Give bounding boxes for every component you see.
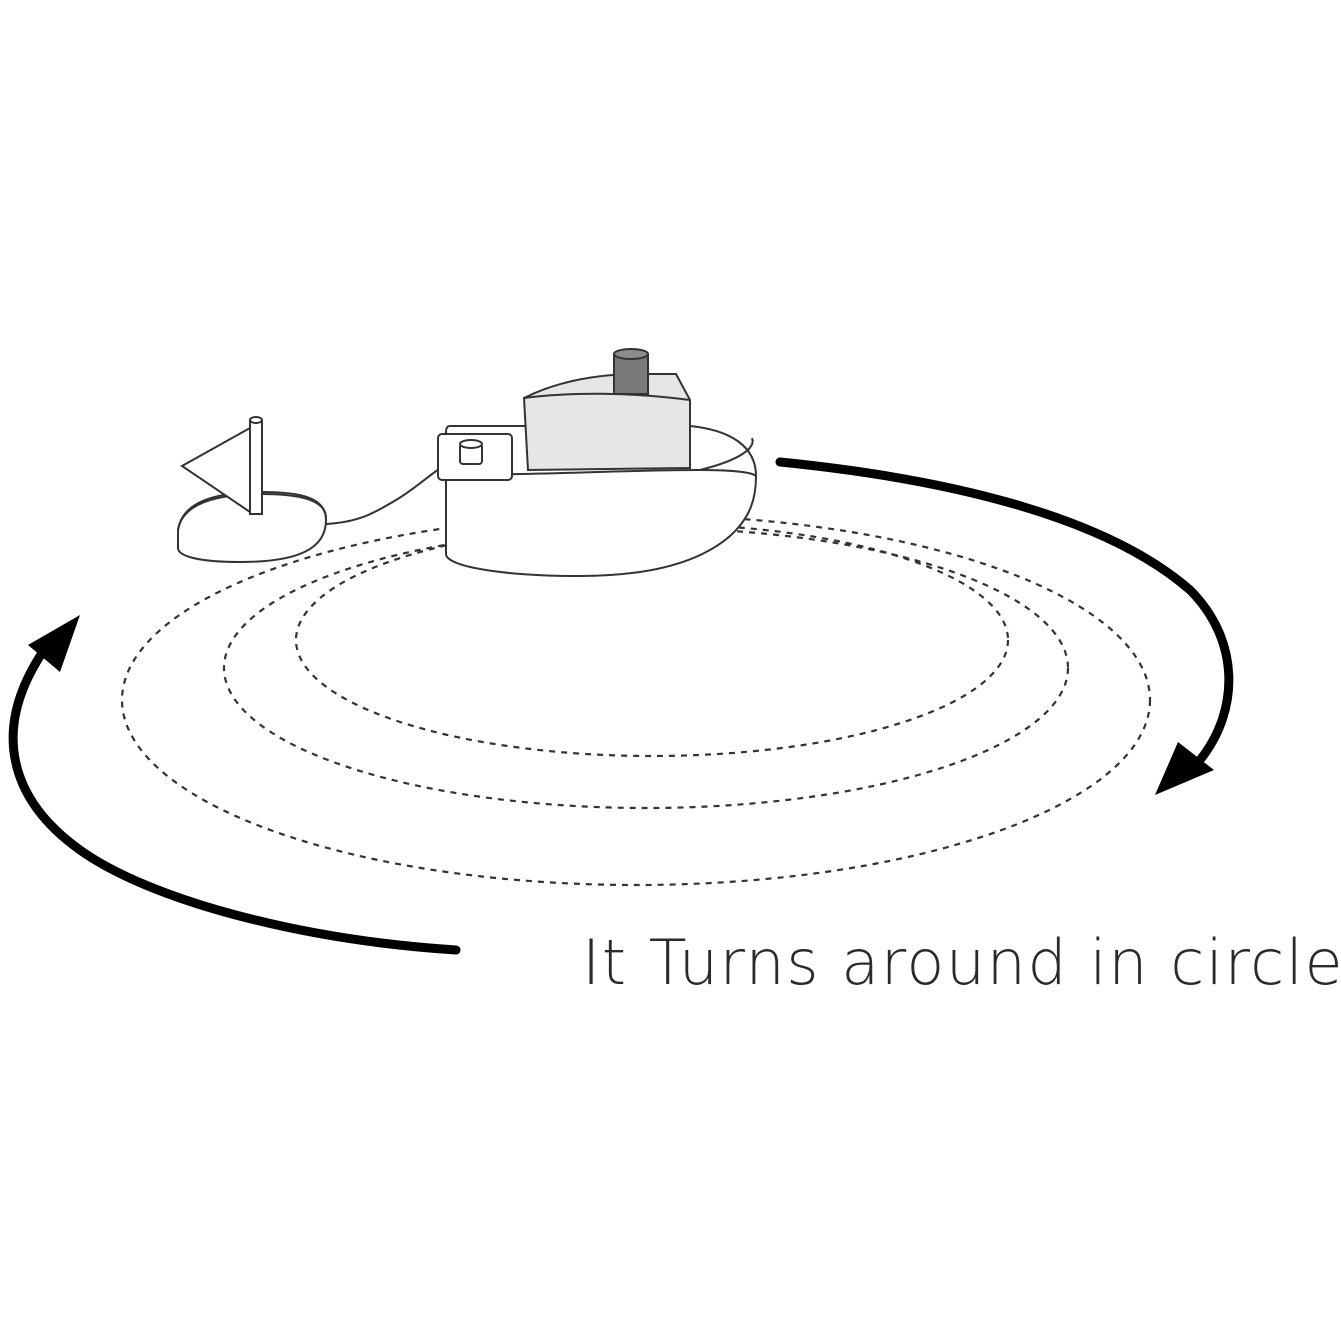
sailboat-sail	[180, 426, 251, 514]
caption-text: It Turns around in circles!	[582, 926, 1341, 999]
main-boat-knob-top	[459, 439, 483, 449]
ripple-outer	[120, 513, 1152, 887]
main-boat-cabin	[522, 373, 691, 472]
sailboat-mast	[249, 419, 263, 515]
sailboat-mast-top	[249, 416, 263, 424]
arrow-curved-down-icon	[775, 457, 1234, 765]
sailboat-hull	[177, 490, 328, 564]
sailboat	[177, 416, 328, 564]
arrow-curved-up-icon	[8, 645, 461, 955]
arrowhead-left-icon	[28, 615, 80, 672]
rotation-arrows	[8, 457, 1234, 955]
arrowhead-right-icon	[1155, 742, 1214, 795]
ripple-inner	[294, 522, 1010, 758]
main-boat	[437, 348, 758, 578]
main-boat-bow-curve	[699, 437, 754, 471]
main-boat-cabin-roof	[523, 392, 691, 401]
main-boat-chimney-top	[613, 348, 649, 360]
arrowheads	[28, 615, 1214, 795]
